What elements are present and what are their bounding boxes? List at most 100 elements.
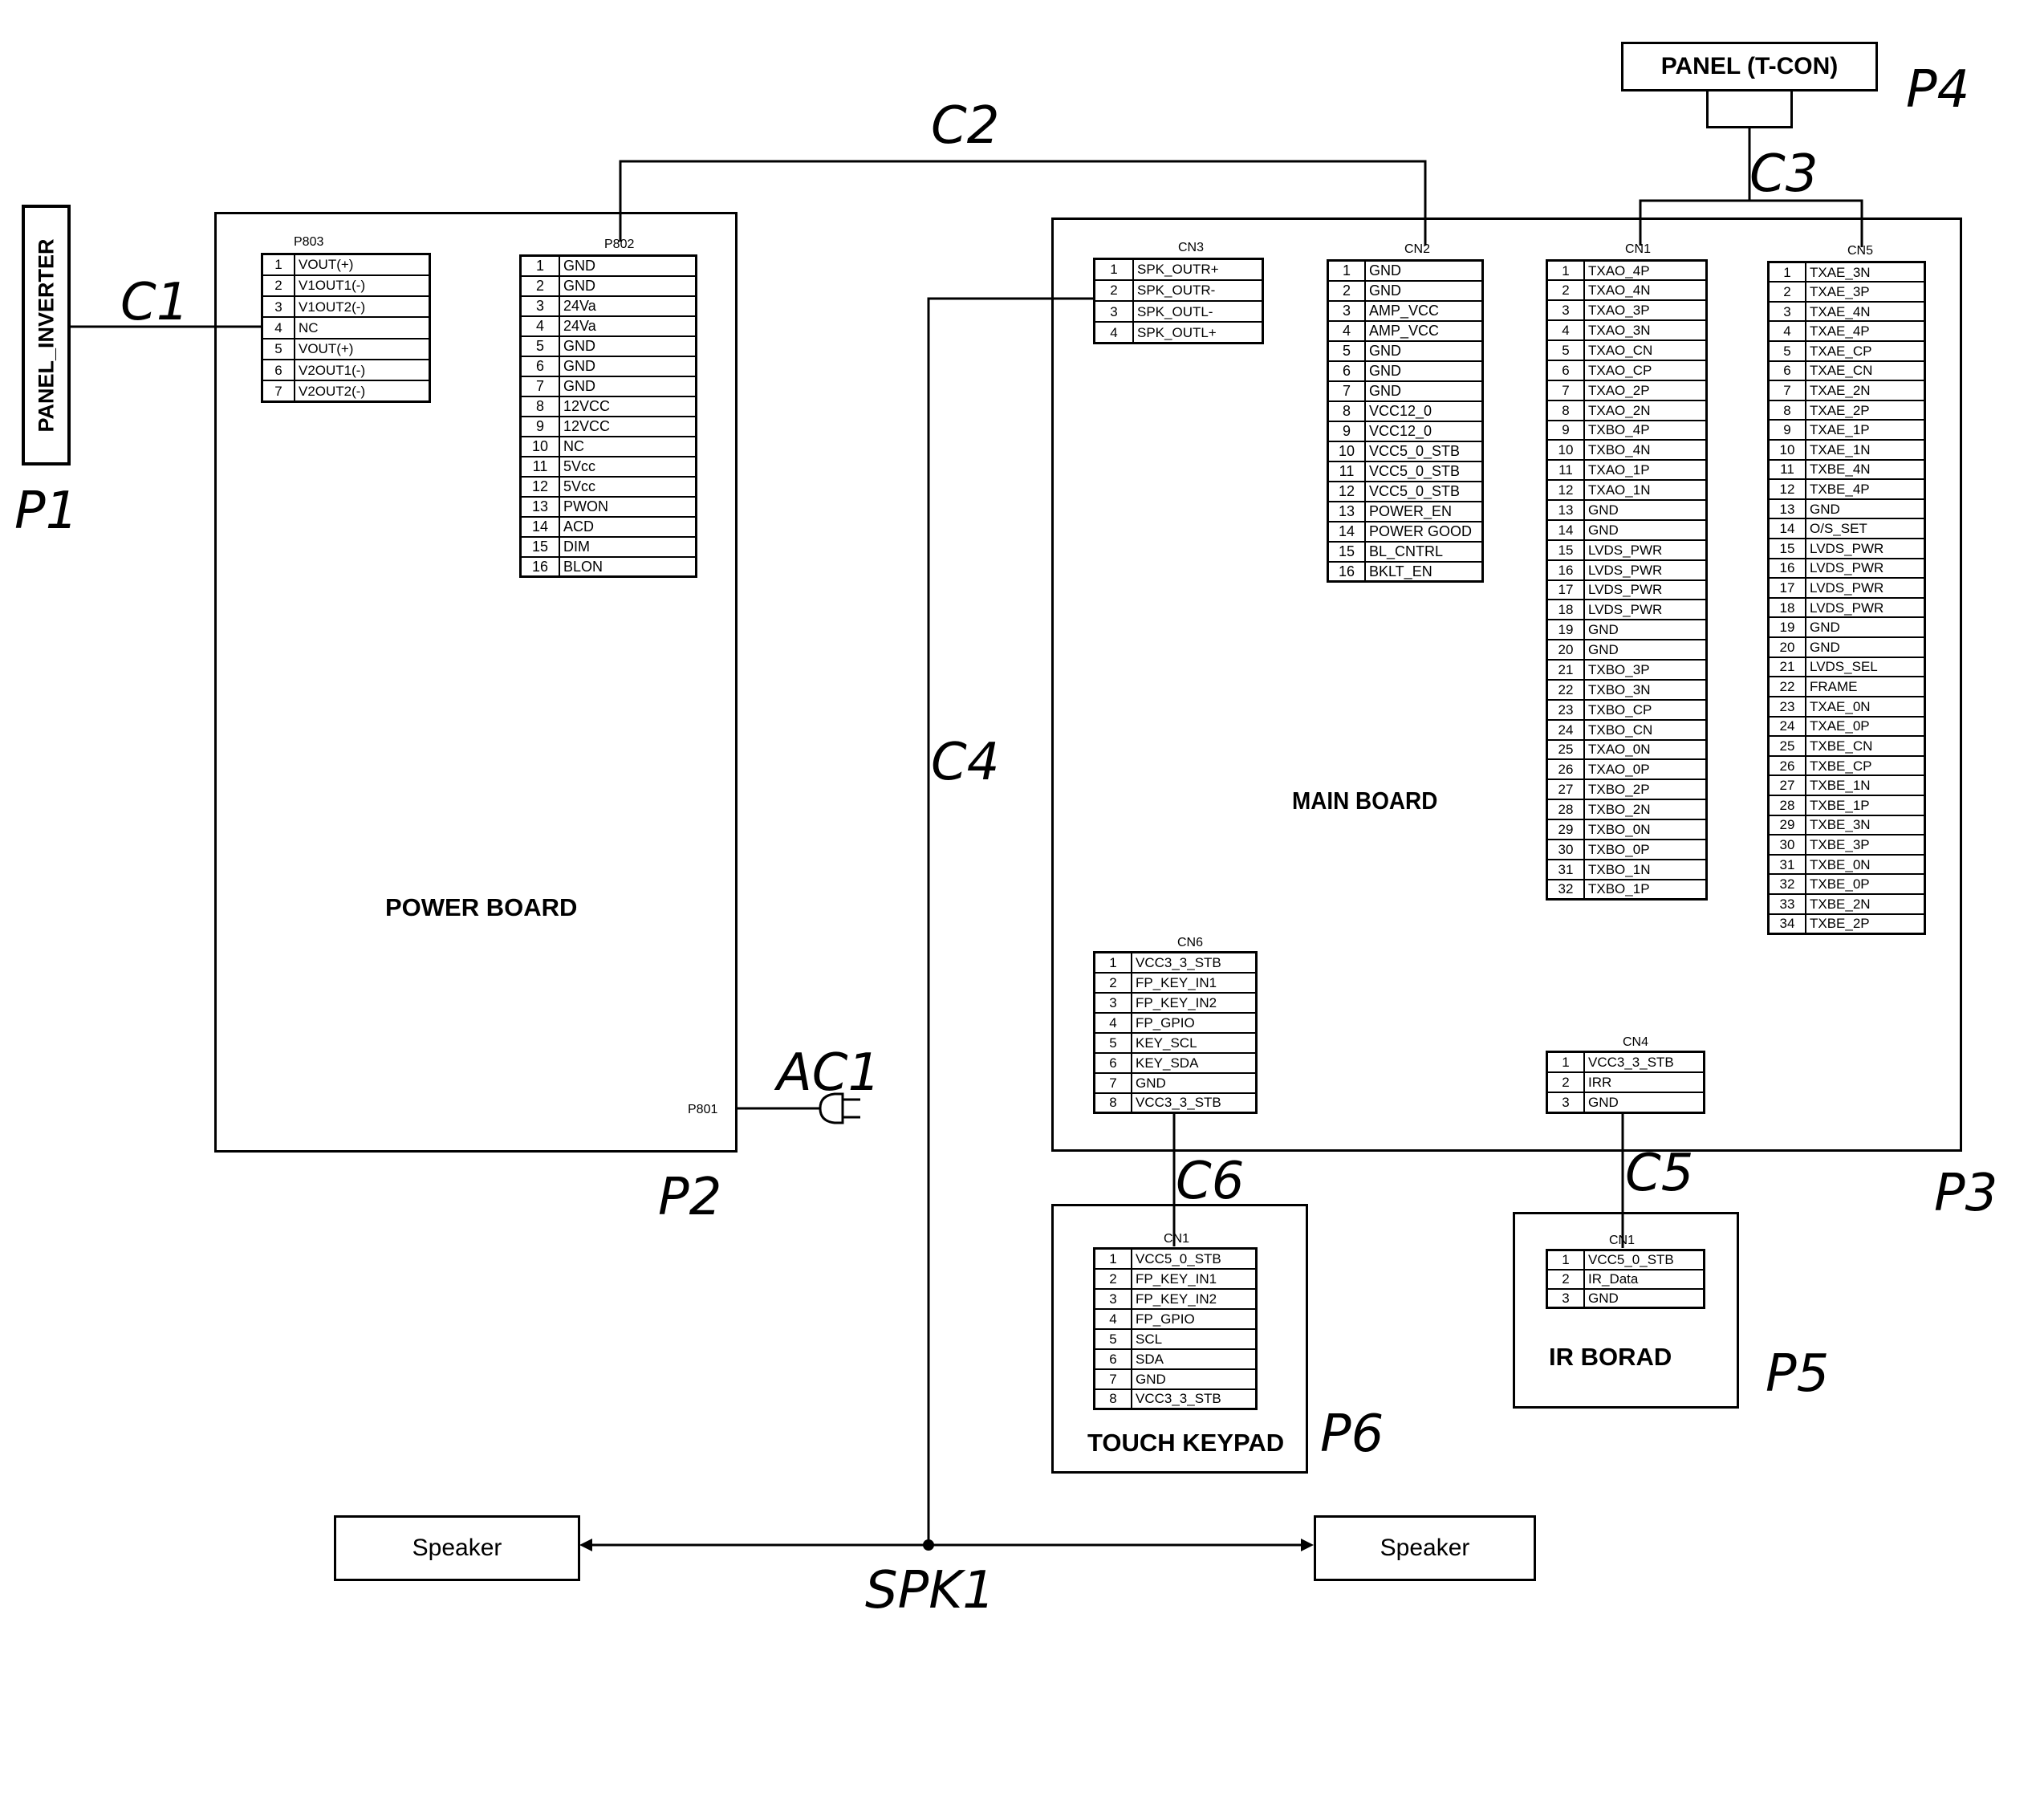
pin-signal: TXBO_4N: [1583, 439, 1708, 461]
pin-number: 7: [519, 375, 560, 397]
pin-number: 13: [1767, 498, 1806, 520]
pin-signal: V2OUT2(-): [294, 380, 431, 403]
pin-signal: TXAO_0N: [1583, 738, 1708, 761]
pin-number: 32: [1546, 878, 1585, 901]
pin-number: 4: [1093, 321, 1134, 344]
panel-inverter-box: PANEL_INVERTER: [22, 205, 71, 466]
pin-signal: GND: [1364, 360, 1484, 382]
pin-signal: TXBO_3N: [1583, 678, 1708, 701]
pin-signal: TXAO_0P: [1583, 758, 1708, 781]
pin-signal: VCC5_0_STB: [1583, 1249, 1705, 1271]
power-board-title: POWER BOARD: [385, 893, 578, 921]
pin-signal: IR_Data: [1583, 1268, 1705, 1290]
pin-signal: LVDS_PWR: [1805, 596, 1926, 619]
pin-signal: TXBO_CP: [1583, 698, 1708, 721]
pin-number: 33: [1767, 893, 1806, 915]
pin-number: 4: [1093, 1011, 1132, 1034]
pin-signal: TXBO_CN: [1583, 718, 1708, 741]
p802-label: P802: [604, 238, 635, 251]
power-board: [214, 212, 738, 1153]
pin-signal: VOUT(+): [294, 337, 431, 360]
pin-signal: GND: [1805, 498, 1926, 520]
pin-number: 9: [1767, 419, 1806, 441]
pin-signal: FP_GPIO: [1131, 1307, 1258, 1330]
pin-signal: VCC12_0: [1364, 420, 1484, 442]
pin-number: 1: [1093, 258, 1134, 281]
pin-signal: NC: [294, 316, 431, 339]
pin-signal: TXAE_1N: [1805, 439, 1926, 461]
pin-number: 6: [261, 358, 295, 382]
pin-signal: SPK_OUTL-: [1132, 299, 1264, 323]
label-p3: P3: [1934, 1164, 1998, 1223]
pin-signal: LVDS_PWR: [1805, 538, 1926, 559]
cn5-label: CN5: [1847, 244, 1874, 258]
cn1-keypad-label: CN1: [1164, 1232, 1190, 1246]
pin-number: 10: [1546, 439, 1585, 461]
pin-signal: GND: [559, 254, 697, 277]
cn1-main-label: CN1: [1625, 242, 1652, 256]
pin-number: 26: [1767, 754, 1806, 777]
cn1-ir-label: CN1: [1609, 1234, 1636, 1247]
pin-number: 2: [1327, 279, 1366, 302]
pin-number: 5: [261, 337, 295, 360]
pin-number: 6: [519, 355, 560, 377]
pin-number: 27: [1767, 774, 1806, 796]
pin-number: 24: [1546, 718, 1585, 741]
pin-signal: TXAE_3P: [1805, 281, 1926, 303]
pin-number: 22: [1546, 678, 1585, 701]
pin-signal: TXAO_CP: [1583, 359, 1708, 381]
pin-number: 18: [1546, 599, 1585, 621]
pin-number: 12: [1546, 479, 1585, 501]
pin-number: 23: [1546, 698, 1585, 721]
pin-number: 5: [1767, 339, 1806, 362]
pin-number: 9: [1546, 419, 1585, 441]
pin-number: 26: [1546, 758, 1585, 781]
pin-number: 6: [1546, 359, 1585, 381]
pin-number: 2: [261, 274, 295, 298]
pin-signal: BLON: [559, 555, 697, 578]
pin-number: 4: [519, 315, 560, 337]
pin-number: 20: [1546, 639, 1585, 661]
pin-number: 29: [1546, 819, 1585, 840]
pin-number: 8: [1546, 399, 1585, 421]
label-spk1: SPK1: [865, 1561, 995, 1620]
spk1-junction: [923, 1539, 934, 1551]
pin-number: 32: [1767, 873, 1806, 895]
label-c4: C4: [931, 733, 1000, 792]
pin-number: 3: [1546, 1092, 1585, 1114]
pin-signal: TXAE_CP: [1805, 339, 1926, 362]
pin-signal: GND: [1364, 380, 1484, 402]
pin-signal: GND: [1131, 1368, 1258, 1390]
